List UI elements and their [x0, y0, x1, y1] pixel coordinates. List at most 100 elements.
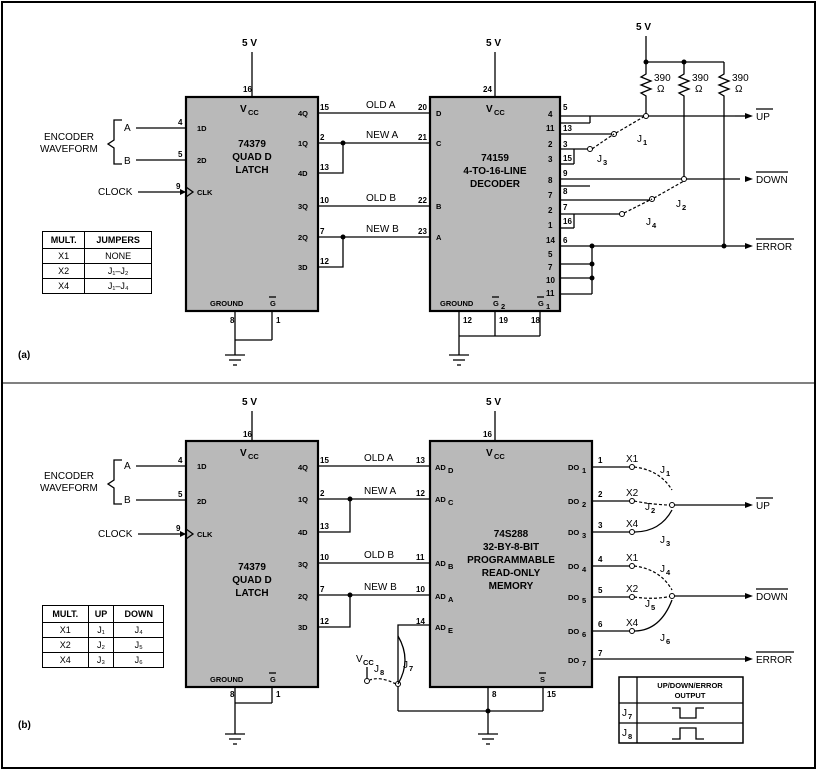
input-b-b: B: [124, 495, 131, 506]
prom-in-sub-4: E: [448, 626, 453, 635]
jumper-j2-b: [633, 500, 673, 506]
prom-in-sub-0: D: [448, 466, 454, 475]
prom-out-pin-2: 3: [598, 521, 603, 530]
input-a-a: A: [124, 123, 131, 134]
decoder-g2-a: G: [493, 299, 499, 308]
table-b-cell: J₃: [87, 652, 115, 668]
decoder-ground-a: GROUND: [440, 299, 474, 308]
pin-dec-20-a: 20: [418, 103, 427, 112]
pin-vcc-latch-a: 16: [243, 85, 252, 94]
input-b-a: B: [124, 156, 131, 167]
pin-dec-out-7-a: 7: [548, 191, 553, 200]
pin-dec-out-7b-a: 7: [548, 263, 553, 272]
latch-out-2q-a: 2Q: [298, 233, 308, 242]
pin-dec-21-a: 21: [418, 133, 427, 142]
output-down-b: DOWN: [756, 592, 788, 603]
jumper-j8-node: [364, 678, 370, 684]
pin-q3-b: 13: [320, 522, 329, 531]
encoder-label-b-1: ENCODER: [44, 471, 94, 482]
prom-out-pin-5: 6: [598, 620, 603, 629]
pin-prom-8: 8: [492, 690, 497, 699]
table-b-header-down: DOWN: [113, 605, 164, 623]
table-b-cell: J₄: [113, 622, 164, 638]
jumper-label-j6-b: J: [660, 633, 665, 644]
pin-dec-out-14-a: 14: [546, 236, 555, 245]
pin-dec-out-3-a: 3: [548, 155, 553, 164]
encoder-brace-b: [106, 459, 122, 505]
wire-label-new-b-a: NEW B: [366, 224, 399, 235]
resistor-1-a: [639, 62, 653, 116]
panel-b: 74379 QUAD D LATCH V CC 1D 2D CLK 4Q 1Q …: [18, 397, 794, 745]
prom-in-sub-3: A: [448, 595, 454, 604]
table-b-cell: J₅: [113, 637, 164, 653]
decoder-in-c-a: C: [436, 139, 442, 148]
table-b-cell: X1: [42, 622, 89, 638]
latch-out-4q-a: 4Q: [298, 109, 308, 118]
jumper-j1-a: [615, 115, 646, 134]
jumper-label-j7: J: [403, 660, 408, 671]
wire-label-old-a-a: OLD A: [366, 100, 396, 111]
supply-latch-b: 5 V: [242, 397, 257, 408]
prom-in-pin-4: 14: [416, 617, 425, 626]
prom-in-pin-1: 12: [416, 489, 425, 498]
decoder-name-a-2: 4-TO-16-LINE: [463, 166, 526, 177]
panel-label-b: (b): [18, 720, 31, 731]
decoder-name-a-3: DECODER: [470, 179, 521, 190]
pin-q3-a: 13: [320, 163, 329, 172]
prom-out-pin-1: 2: [598, 490, 603, 499]
jumper-sub-j3-b: 3: [666, 539, 670, 548]
clock-label-b: CLOCK: [98, 529, 133, 540]
prom-out-sub-6: 7: [582, 659, 586, 668]
latch-out-2q-b: 2Q: [298, 592, 308, 601]
prom-in-sub-2: B: [448, 562, 454, 571]
latch-out-4q-b: 4Q: [298, 463, 308, 472]
latch-in-clk-b: CLK: [197, 530, 213, 539]
mult-table-a: MULT. JUMPERS X1 NONE X2 J₁–J₂ X4 J₁–J₄: [42, 231, 152, 294]
latch-out-3d-a: 3D: [298, 263, 308, 272]
encoder-brace-a: [106, 119, 122, 165]
pin-sub-16-a: 16: [563, 217, 572, 226]
pin-dec-out-8-a: 8: [548, 176, 553, 185]
jumper-label-j4-a: J: [646, 217, 651, 228]
table-b-cell: X2: [42, 637, 89, 653]
prom-out-sub-3: 4: [582, 565, 587, 574]
wire-label-old-a-b: OLD A: [364, 453, 394, 464]
node-down-b: [669, 593, 675, 599]
pin-q4-a: 10: [320, 196, 329, 205]
prom-out-label-3: DO: [568, 562, 579, 571]
jumper-label-j2-a: J: [676, 199, 681, 210]
resistor-unit-3-a: Ω: [735, 84, 743, 95]
prom-in-label-1: AD: [435, 495, 446, 504]
table-a-cell: NONE: [84, 248, 152, 264]
latch-in-clk-a: CLK: [197, 188, 213, 197]
clk-triangle-b: [185, 528, 195, 540]
prom-out-sub-5: 6: [582, 630, 586, 639]
prom-in-sub-1: C: [448, 498, 454, 507]
decoder-name-a-1: 74159: [481, 153, 509, 164]
arrow-error-b: [745, 656, 753, 662]
mult-label-do5: X2: [626, 584, 639, 595]
resistor-value-2-a: 390: [692, 73, 709, 84]
latch-name-a-3: LATCH: [235, 165, 268, 176]
latch-name-a-2: QUAD D: [232, 152, 271, 163]
latch-name-b-2: QUAD D: [232, 575, 271, 586]
latch-out-1q-b: 1Q: [298, 495, 308, 504]
output-table-header-2: OUTPUT: [675, 691, 706, 700]
waveform-j7: [672, 707, 704, 719]
pin-dec-18-a: 18: [531, 316, 540, 325]
node-up-a: [643, 113, 649, 119]
prom-name-2: 32-BY-8-BIT: [483, 542, 539, 553]
prom-vcc: V: [486, 448, 493, 459]
output-table-j7: J: [622, 708, 627, 719]
decoder-in-d-a: D: [436, 109, 442, 118]
jumper-j3-pin-a: [587, 146, 593, 152]
prom-out-pin-3: 4: [598, 555, 603, 564]
pin-q5-b: 7: [320, 585, 325, 594]
clock-arrow-a: [180, 189, 186, 195]
pin-dec-out-11b-a: 11: [546, 289, 555, 298]
latch-in-1d-a: 1D: [197, 124, 207, 133]
latch-chip-b: [184, 439, 320, 689]
prom-vcc-sub: CC: [494, 452, 505, 461]
node-do2: [629, 498, 635, 504]
